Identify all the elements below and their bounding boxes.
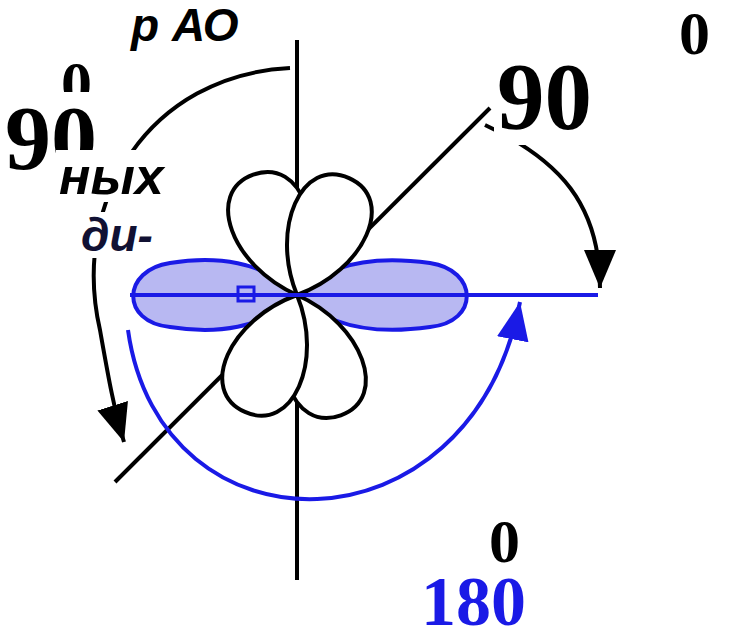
rotation-arrow [485,125,600,288]
degree-sign: 0 [486,510,523,572]
angle-value: 90 [494,50,595,145]
angle-value: 180 [418,567,529,637]
cut-text: р АО [128,2,242,48]
rotation-arrow [128,302,520,499]
cut-text: ди- [78,212,156,258]
cut-text: ных [56,150,167,202]
angle-value: 90 [494,50,595,145]
cut-text: ных [56,150,167,202]
degree-sign: 0 [676,2,713,64]
horizontal-axis [130,293,598,297]
cut-text: ди- [78,212,156,258]
degree-sign: 0 [676,2,713,64]
cut-text: р АО [128,2,242,48]
angle-value: 180 [418,567,529,637]
degree-sign: 0 [486,510,523,572]
